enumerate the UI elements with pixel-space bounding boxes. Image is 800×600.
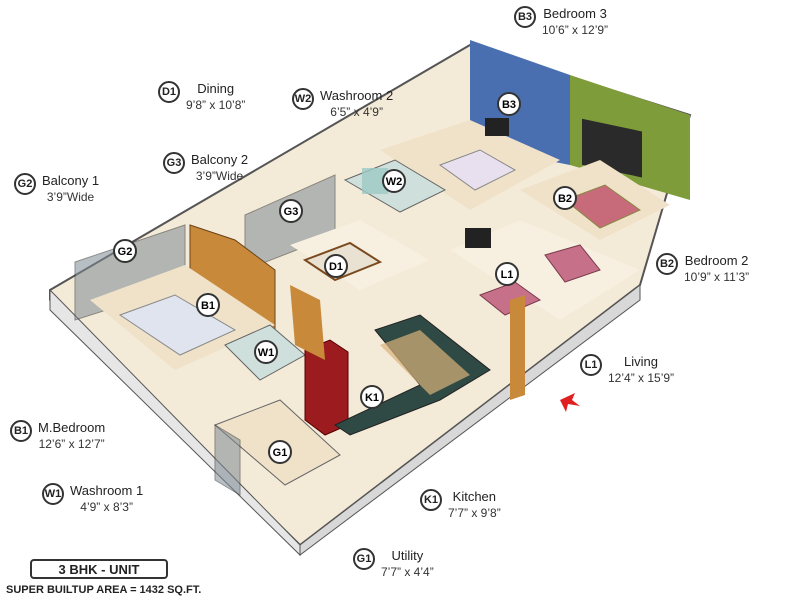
plan-marker-b1 — [196, 293, 220, 317]
legend-dims: 10’6” x 12’9” — [542, 23, 609, 37]
legend-dims: 12’4” x 15’9” — [608, 371, 675, 385]
plan-marker-label: W2 — [386, 176, 403, 188]
mbedroom-bed — [118, 294, 237, 356]
plan-marker-label: G1 — [273, 447, 288, 459]
plan-marker-g3 — [279, 199, 303, 223]
legend-name: Bedroom 3 — [543, 6, 607, 21]
plan-marker-label: B2 — [558, 193, 572, 205]
legend-dims: 4’9” x 8’3” — [80, 500, 133, 514]
legend-dims: 3’9”Wide — [195, 169, 244, 183]
kitchen-cabinets — [380, 330, 470, 395]
legend-badge: G1 — [353, 548, 375, 570]
legend-dims: 7’7” x 4’4” — [381, 565, 434, 579]
legend-name: Washroom 1 — [70, 483, 144, 498]
plan-marker-label: D1 — [329, 261, 343, 273]
door-living — [510, 295, 525, 400]
plan-marker-d1 — [324, 254, 348, 278]
legend-badge: G2 — [14, 173, 36, 195]
legend-name: Utility — [391, 548, 424, 563]
legend-dims: 6’5” x 4’9” — [330, 105, 383, 119]
legend-badge: L1 — [580, 354, 602, 376]
legend-badge: W1 — [42, 483, 64, 505]
area-label: SUPER BUILTUP AREA = 1432 SQ.FT. — [6, 584, 202, 596]
plan-marker-g1 — [268, 440, 292, 464]
plan-marker-label: K1 — [365, 392, 379, 404]
bedroom3-tv — [485, 118, 509, 136]
legend-badge: D1 — [158, 81, 180, 103]
legend-badge: G3 — [163, 152, 185, 174]
living-sofa — [478, 281, 542, 316]
plan-marker-label: B3 — [502, 99, 516, 111]
legend-dining: D1 Dining 9’8” x 10’8” — [158, 81, 245, 113]
legend-name: Kitchen — [452, 489, 497, 504]
plan-marker-label: G3 — [284, 206, 299, 218]
bedroom2-bed — [564, 184, 641, 229]
legend-mbedroom: B1 M.Bedroom 12’6” x 12’7” — [10, 420, 105, 452]
legend-dims: 9’8” x 10’8” — [186, 98, 246, 112]
living-armchair — [544, 244, 601, 283]
legend-kitchen: K1 Kitchen 7’7” x 9’8” — [420, 489, 501, 521]
plan-marker-label: B1 — [201, 300, 215, 312]
legend-badge: B2 — [656, 253, 678, 275]
plan-marker-l1 — [495, 262, 519, 286]
legend-badge: B1 — [10, 420, 32, 442]
legend-washroom2: W2 Washroom 2 6’5” x 4’9” — [292, 88, 393, 120]
legend-dims: 3’9”Wide — [46, 190, 95, 204]
plan-marker-w1 — [254, 340, 278, 364]
outer-wall-right — [299, 283, 641, 556]
plan-marker-label: G2 — [118, 246, 133, 258]
legend-washroom1: W1 Washroom 1 4’9” x 8’3” — [42, 483, 143, 515]
legend-dims: 7’7” x 9’8” — [448, 506, 501, 520]
legend-dims: 10’9” x 11’3” — [684, 270, 750, 284]
plan-marker-k1 — [360, 385, 384, 409]
living-floor — [450, 220, 640, 320]
fridge — [304, 339, 349, 436]
plan-marker-g2 — [113, 239, 137, 263]
plan-marker-label: W1 — [258, 347, 275, 359]
plan-marker-b2 — [553, 186, 577, 210]
living-tv — [465, 228, 491, 248]
legend-name: Balcony 1 — [42, 173, 100, 188]
entry-arrow — [560, 393, 580, 412]
legend-name: Living — [624, 354, 658, 369]
plan-marker-b3 — [497, 92, 521, 116]
utility-railing — [214, 424, 241, 496]
legend-name: Bedroom 2 — [684, 253, 749, 268]
legend-dims: 12’6” x 12’7” — [38, 437, 105, 451]
legend-badge: B3 — [514, 6, 536, 28]
legend-bedroom3: B3 Bedroom 3 10’6” x 12’9” — [514, 6, 608, 38]
bedroom3-bed — [438, 149, 517, 191]
legend-utility: G1 Utility 7’7” x 4’4” — [353, 548, 434, 580]
legend-name: Balcony 2 — [191, 152, 249, 167]
legend-living: L1 Living 12’4” x 15’9” — [580, 354, 674, 386]
unit-label: 3 BHK - UNIT — [30, 559, 168, 579]
legend-badge: W2 — [292, 88, 314, 110]
legend-name: Washroom 2 — [320, 88, 394, 103]
plan-marker-label: L1 — [501, 269, 514, 281]
door-dining — [290, 285, 325, 360]
legend-name: M.Bedroom — [38, 420, 106, 435]
legend-balcony2: G3 Balcony 2 3’9”Wide — [163, 152, 248, 184]
plan-marker-w2 — [382, 169, 406, 193]
legend-name: Dining — [197, 81, 235, 96]
legend-badge: K1 — [420, 489, 442, 511]
legend-balcony1: G2 Balcony 1 3’9”Wide — [14, 173, 99, 205]
legend-bedroom2: B2 Bedroom 2 10’9” x 11’3” — [656, 253, 749, 285]
